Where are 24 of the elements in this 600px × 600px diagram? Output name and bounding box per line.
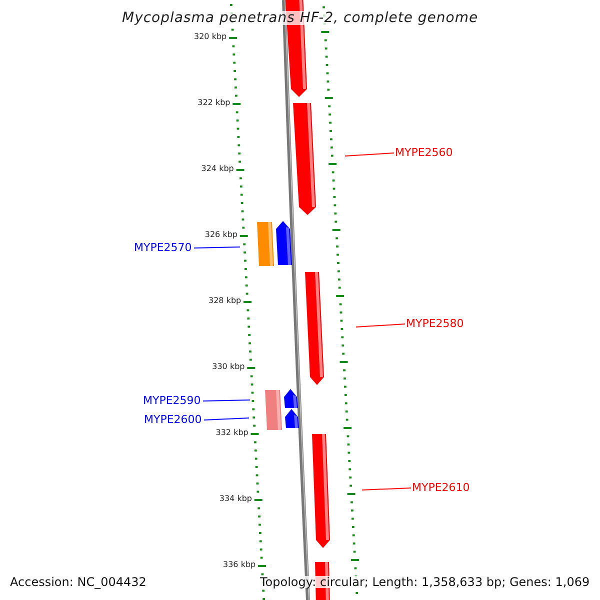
title: Mycoplasma penetrans HF-2, complete genome: [122, 11, 478, 25]
leader-line: [362, 488, 412, 490]
scale-label: 334 kbp: [219, 495, 252, 503]
scale-label: 336 kbp: [223, 561, 256, 569]
gene-label: MYPE2560: [395, 146, 453, 158]
gene-label: MYPE2600: [144, 414, 202, 424]
scale-label: 326 kbp: [204, 231, 238, 239]
accession-text: Accession: NC_004432: [10, 576, 146, 588]
scale-label: 324 kbp: [201, 165, 234, 173]
scale-label: 322 kbp: [198, 99, 230, 107]
leader-line: [202, 400, 250, 402]
scale-label: 332 kbp: [216, 429, 248, 437]
leader-line: [204, 418, 250, 420]
scale-label: 320 kbp: [194, 33, 227, 41]
scale-label: 330 kbp: [212, 363, 245, 371]
scale-label: 328 kbp: [208, 297, 242, 305]
leader-line: [344, 152, 394, 156]
gene-label: MYPE2580: [406, 318, 464, 328]
gene-label: MYPE2570: [134, 242, 192, 252]
genome-info-text: Topology: circular; Length: 1,358,633 bp; Genes: 1,069: [260, 576, 590, 588]
gene-label: MYPE2590: [143, 394, 201, 406]
gene-label: MYPE2610: [412, 482, 470, 492]
leader-line: [356, 324, 406, 328]
leader-line: [194, 246, 240, 248]
